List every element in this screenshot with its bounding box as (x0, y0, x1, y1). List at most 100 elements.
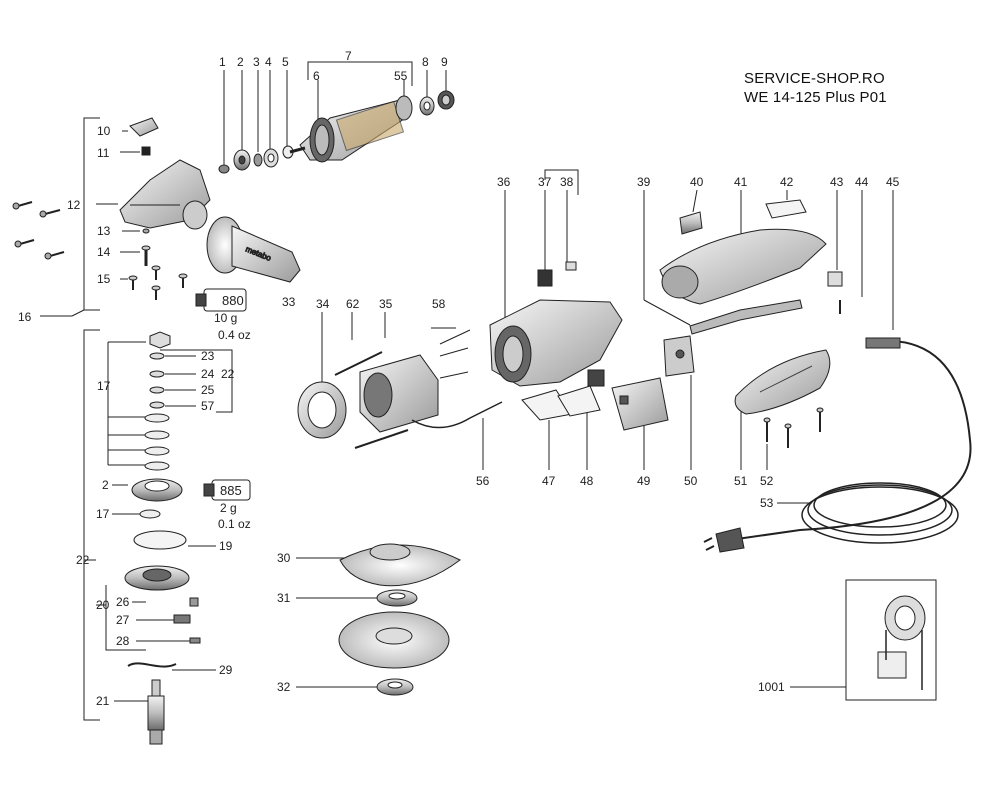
grease-tube-880 (195, 288, 247, 312)
label-7: 7 (345, 49, 352, 63)
part-27-lever (173, 614, 191, 624)
bracket-12 (83, 117, 100, 311)
label-15: 15 (97, 272, 111, 286)
label-51: 51 (734, 474, 748, 488)
grease-tube-885 (203, 479, 251, 501)
screws-16 (12, 201, 65, 260)
part-7-armature (289, 99, 411, 163)
label-5: 5 (282, 55, 289, 69)
label-55: 55 (394, 69, 408, 83)
part-13-pin (142, 228, 150, 234)
part-37-brush-holder (537, 269, 553, 287)
label-2: 2 (237, 55, 244, 69)
part-39-slider (689, 299, 803, 335)
part-52-screws (763, 407, 824, 448)
part-35-stator (359, 354, 439, 433)
tube2-weight: 2 g (220, 501, 237, 515)
leader-7 (307, 61, 413, 86)
part-8-bearing (419, 96, 435, 116)
part-50-pcb (663, 335, 695, 377)
part-53-cord-coil (801, 482, 959, 544)
label-45: 45 (886, 175, 900, 189)
label-32: 32 (277, 680, 291, 694)
label-40: 40 (690, 175, 704, 189)
label-9: 9 (441, 55, 448, 69)
tube2-code: 885 (220, 483, 242, 498)
shop-title: SERVICE-SHOP.RO (744, 70, 885, 87)
label-6: 6 (313, 69, 320, 83)
label-35: 35 (379, 297, 393, 311)
part-33-handle: metabo (206, 216, 301, 283)
label-37: 37 (538, 175, 552, 189)
tube1-oz: 0.4 oz (218, 328, 251, 342)
part-40-button (679, 211, 703, 235)
part-12-gear-housing (119, 159, 211, 230)
part-34-fan-guide (297, 381, 347, 439)
label-36: 36 (497, 175, 511, 189)
label-24: 24 (201, 367, 215, 381)
label-25: 25 (201, 383, 215, 397)
label-13: 13 (97, 224, 111, 238)
part-11-spring (141, 146, 151, 156)
part-2-bevel-gear (131, 478, 183, 502)
part-36-motor-housing (489, 299, 623, 387)
label-33: 33 (282, 295, 296, 309)
label-8: 8 (422, 55, 429, 69)
part-62-screw-2 (354, 429, 409, 449)
label-22-b: 22 (76, 553, 90, 567)
label-44: 44 (855, 175, 869, 189)
part-53-plug (703, 527, 745, 553)
part-51-handle-shell (734, 349, 831, 415)
part-31-flange (376, 589, 418, 607)
label-3: 3 (253, 55, 260, 69)
label-26: 26 (116, 595, 130, 609)
label-49: 49 (637, 474, 651, 488)
label-42: 42 (780, 175, 794, 189)
label-16: 16 (18, 310, 32, 324)
tube1-weight: 10 g (214, 311, 237, 325)
part-28-pin (189, 637, 201, 644)
part-21-spindle (147, 679, 165, 745)
label-11: 11 (97, 146, 110, 160)
label-58: 58 (432, 297, 446, 311)
label-53: 53 (760, 496, 774, 510)
part-42-label (765, 199, 807, 219)
label-47: 47 (542, 474, 556, 488)
part-10-button (129, 117, 159, 137)
label-19: 19 (219, 539, 233, 553)
label-23: 23 (201, 349, 215, 363)
part-62-screw (334, 351, 383, 376)
label-43: 43 (830, 175, 844, 189)
label-30: 30 (277, 551, 291, 565)
tube1-code: 880 (222, 293, 244, 308)
part-2-pinion (233, 149, 251, 171)
part-15-screws (128, 265, 188, 300)
label-29: 29 (219, 663, 233, 677)
part-29-spring (127, 662, 177, 668)
label-34: 34 (316, 297, 330, 311)
label-22-a: 22 (221, 367, 235, 381)
part-58-wires (439, 329, 471, 379)
part-9-ring (437, 90, 455, 110)
part-45-cable (729, 339, 972, 541)
label-38: 38 (560, 175, 574, 189)
part-17-washer (139, 509, 161, 519)
label-2-b: 2 (102, 478, 109, 492)
label-39: 39 (637, 175, 651, 189)
model-title: WE 14-125 Plus P01 (744, 89, 887, 106)
part-56-wire (411, 401, 503, 429)
label-52: 52 (760, 474, 774, 488)
part-1-nut (218, 164, 230, 174)
label-41: 41 (734, 175, 748, 189)
part-1001-wiring-inset (845, 579, 937, 701)
label-27: 27 (116, 613, 130, 627)
label-50: 50 (684, 474, 698, 488)
label-57: 57 (201, 399, 215, 413)
part-30-guard (339, 543, 461, 587)
part-49-switch (587, 369, 605, 387)
bracket-20 (105, 585, 146, 651)
label-31: 31 (277, 591, 291, 605)
part-26-screw (189, 597, 199, 607)
label-1001: 1001 (758, 680, 785, 694)
